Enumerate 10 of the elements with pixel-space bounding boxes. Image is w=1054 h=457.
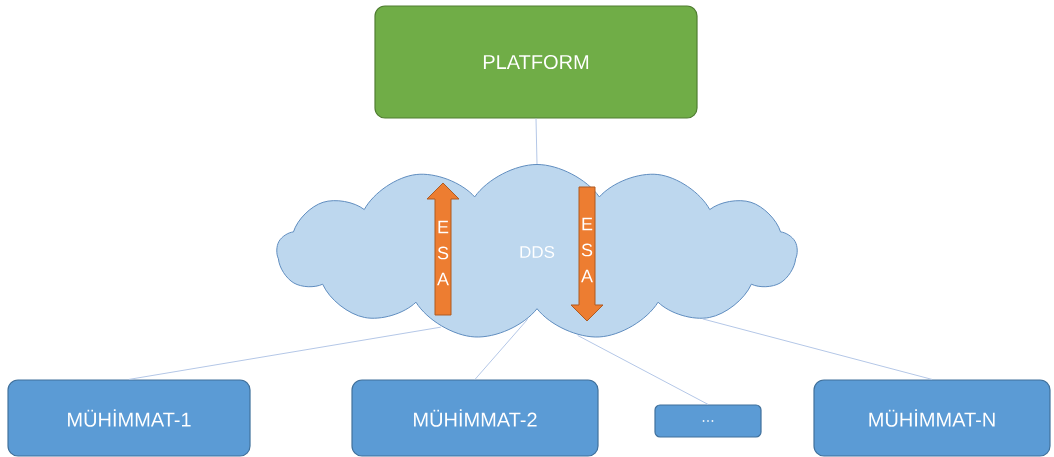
process-box: MÜHİMMAT-N bbox=[813, 379, 1051, 457]
process-box: ... bbox=[654, 404, 762, 438]
process-box: MÜHİMMAT-1 bbox=[7, 379, 251, 457]
connector-line bbox=[535, 118, 538, 165]
process-box: PLATFORM bbox=[374, 5, 698, 119]
connector-line bbox=[128, 326, 442, 380]
connector-line bbox=[474, 318, 529, 380]
connector-line bbox=[577, 334, 709, 405]
process-box: MÜHİMMAT-2 bbox=[351, 379, 599, 457]
connector-line bbox=[702, 318, 933, 380]
